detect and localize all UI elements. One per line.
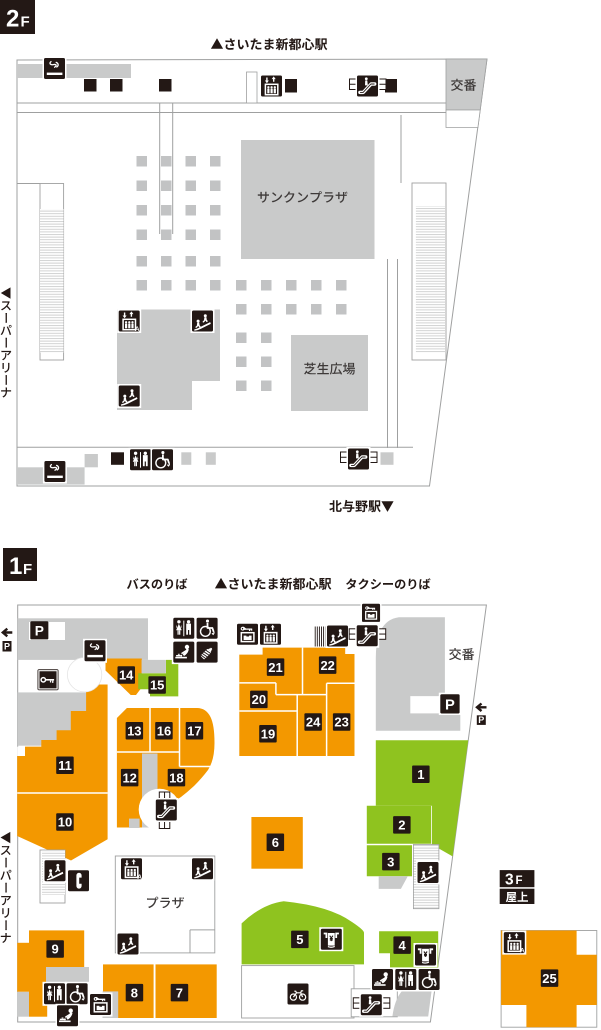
svg-text:12: 12: [122, 770, 136, 785]
svg-text:22: 22: [320, 658, 334, 673]
svg-text:3: 3: [505, 871, 514, 888]
svg-text:1: 1: [9, 553, 22, 580]
svg-text:24: 24: [306, 715, 321, 730]
svg-text:25: 25: [542, 971, 556, 986]
svg-text:5: 5: [296, 932, 303, 947]
svg-text:2: 2: [6, 6, 19, 33]
svg-text:1: 1: [417, 767, 424, 782]
svg-text:14: 14: [119, 668, 134, 683]
svg-text:F: F: [21, 14, 30, 31]
svg-text:16: 16: [157, 723, 171, 738]
svg-text:19: 19: [261, 726, 275, 741]
svg-text:23: 23: [334, 715, 348, 730]
svg-text:6: 6: [272, 835, 279, 850]
svg-text:15: 15: [150, 678, 164, 693]
svg-text:F: F: [516, 875, 523, 887]
svg-text:P: P: [478, 715, 484, 725]
svg-text:18: 18: [169, 770, 183, 785]
svg-text:11: 11: [58, 758, 72, 773]
svg-text:21: 21: [268, 660, 282, 675]
svg-text:13: 13: [127, 723, 141, 738]
svg-text:9: 9: [51, 942, 58, 957]
svg-text:2: 2: [398, 818, 405, 833]
svg-text:3: 3: [387, 854, 394, 869]
svg-text:4: 4: [398, 938, 406, 953]
svg-text:7: 7: [176, 985, 183, 1000]
svg-text:10: 10: [58, 815, 72, 830]
svg-text:8: 8: [131, 985, 138, 1000]
svg-text:17: 17: [187, 723, 201, 738]
svg-text:P: P: [4, 642, 10, 652]
svg-text:F: F: [23, 561, 32, 578]
svg-text:20: 20: [252, 692, 266, 707]
